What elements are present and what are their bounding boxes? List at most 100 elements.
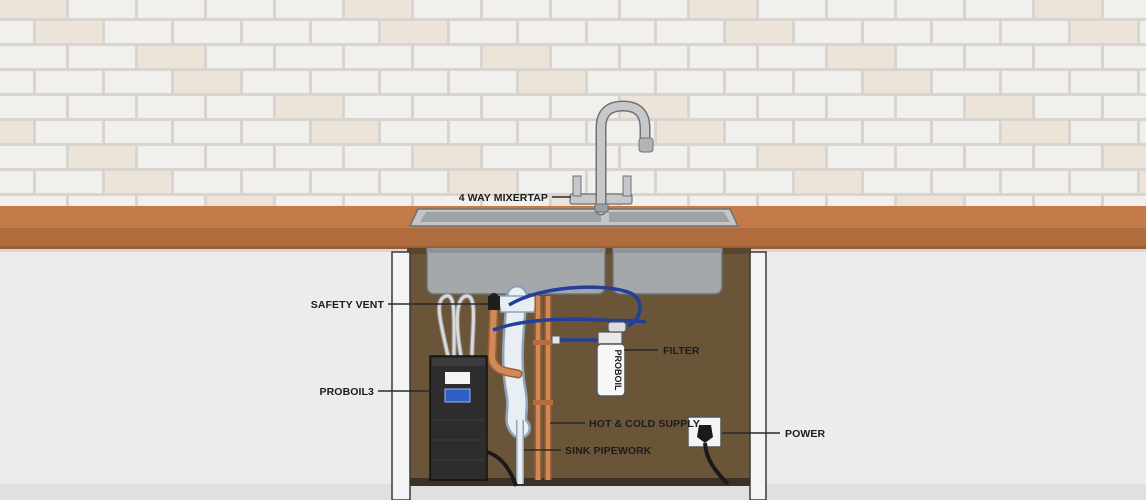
wall-tile	[864, 71, 930, 93]
wall-tile	[243, 21, 309, 43]
wall-tile	[795, 121, 861, 143]
wall-tile	[759, 46, 825, 68]
label-filter: FILTER	[663, 345, 700, 357]
wall-tile	[36, 21, 102, 43]
wall-tile	[897, 46, 963, 68]
wall-tile	[1140, 71, 1146, 93]
wall-tile	[795, 71, 861, 93]
wall-tile	[657, 171, 723, 193]
wall-tile	[381, 21, 447, 43]
wall-tile	[450, 21, 516, 43]
label-safety-vent: SAFETY VENT	[311, 299, 385, 311]
wall-tile	[759, 96, 825, 118]
wall-tile	[795, 171, 861, 193]
wall-tile	[243, 71, 309, 93]
wall-tile	[795, 21, 861, 43]
wall-tile	[414, 46, 480, 68]
wall-tile	[381, 71, 447, 93]
wall-tile	[1071, 21, 1137, 43]
wall-tile	[36, 121, 102, 143]
label-supply: HOT & COLD SUPPLY	[589, 418, 700, 430]
wall-tile	[414, 0, 480, 18]
wall-tile	[138, 146, 204, 168]
wall-tile	[1071, 171, 1137, 193]
wall-tile	[0, 0, 66, 18]
boiler-screen	[444, 388, 471, 403]
plug	[697, 425, 713, 443]
proboil3-boiler	[429, 355, 518, 487]
wall-tile	[1140, 121, 1146, 143]
wall-tile	[174, 121, 240, 143]
wall-tile	[621, 46, 687, 68]
wall-tile	[552, 146, 618, 168]
wall-tile	[933, 121, 999, 143]
wall-tile	[588, 21, 654, 43]
sink-rim	[408, 208, 740, 227]
wall-tile	[36, 71, 102, 93]
wall-tile	[1002, 171, 1068, 193]
wall-tile	[657, 21, 723, 43]
wall-tile	[345, 46, 411, 68]
wall-tile	[207, 146, 273, 168]
wall-tile	[759, 146, 825, 168]
mixer-tap	[569, 100, 654, 216]
label-proboil3: PROBOIL3	[320, 386, 375, 398]
wall-tile	[864, 21, 930, 43]
wall-tile	[207, 0, 273, 18]
wall-tile	[1002, 121, 1068, 143]
wall-tile	[414, 146, 480, 168]
wall-tile	[621, 0, 687, 18]
wall-tile	[69, 46, 135, 68]
wall-tile	[1071, 121, 1137, 143]
wall-tile	[726, 121, 792, 143]
wall-tile	[1035, 0, 1101, 18]
wall-tile	[381, 171, 447, 193]
wall-tile	[1002, 21, 1068, 43]
filter-cartridge	[596, 343, 626, 397]
wall-tile	[657, 71, 723, 93]
wall-tile	[312, 21, 378, 43]
wall-tile	[933, 21, 999, 43]
wall-tile	[105, 71, 171, 93]
wall-tile	[1140, 171, 1146, 193]
wall-tile	[138, 0, 204, 18]
label-power: POWER	[785, 428, 825, 440]
power-socket	[687, 416, 730, 486]
wall-tile	[966, 146, 1032, 168]
wall-tile	[690, 46, 756, 68]
labels: 4 WAY MIXERTAP SAFETY VENT FILTER PROBOI…	[311, 192, 826, 457]
sink-bowls	[426, 247, 723, 295]
wall-tile	[36, 171, 102, 193]
wall-tile	[345, 96, 411, 118]
wall-tile	[450, 121, 516, 143]
left-cabinet-door	[391, 251, 411, 500]
wall-tile	[105, 171, 171, 193]
boiler-hoses	[436, 293, 476, 357]
wall-tile	[450, 171, 516, 193]
wall-tile	[966, 96, 1032, 118]
wall-tile	[483, 46, 549, 68]
wall-tile	[690, 96, 756, 118]
socket-cable	[703, 442, 730, 486]
callout-lines	[378, 196, 780, 451]
wall-tile	[0, 71, 33, 93]
wall-tile	[552, 46, 618, 68]
wall-tile	[276, 96, 342, 118]
wall-tile	[690, 0, 756, 18]
wall-tile	[519, 121, 585, 143]
wall-tile	[276, 46, 342, 68]
wall-tile	[1071, 71, 1137, 93]
wall-tile	[1035, 46, 1101, 68]
wall-tile	[828, 0, 894, 18]
wall-tile	[483, 0, 549, 18]
wall-tile	[312, 171, 378, 193]
wall-tile	[519, 71, 585, 93]
wall-tile	[174, 171, 240, 193]
wall-tile	[519, 171, 585, 193]
wall-tile	[207, 96, 273, 118]
wall-tile	[450, 71, 516, 93]
right-cabinet-door	[749, 251, 767, 500]
wall-tile	[174, 21, 240, 43]
